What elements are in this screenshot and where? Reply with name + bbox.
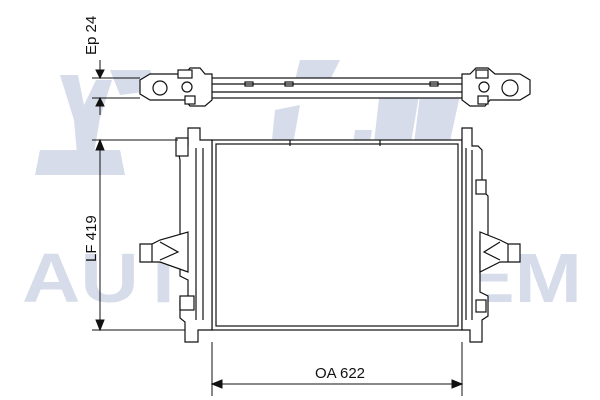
height-dimension [92,138,185,332]
width-label: OA 622 [315,365,365,382]
height-label: LF 419 [83,215,100,262]
thickness-dimension [92,60,140,115]
right-mount-bracket [479,231,521,273]
radiator-core [211,139,463,331]
radiator-top-view [139,67,531,107]
thickness-label: Ep 24 [83,16,100,55]
width-dimension [210,342,464,396]
radiator-front-view [139,127,521,343]
